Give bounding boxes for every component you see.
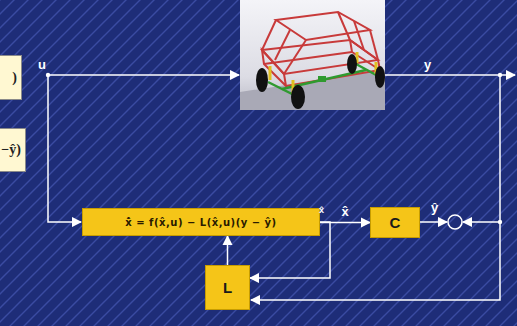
output-equation-box: )	[0, 55, 22, 100]
gain-matrix-box: L	[205, 265, 250, 310]
edge-label: x̂	[341, 205, 348, 218]
block-text: −ŷ)	[1, 142, 21, 158]
block-text: L	[223, 279, 232, 296]
block-text: C	[390, 214, 401, 231]
observer-equation-box: x̂̇ = f(x̂,u) − L(x̂,u)(y − ŷ)	[82, 208, 320, 236]
block-text: x̂̇ = f(x̂,u) − L(x̂,u)(y − ŷ)	[125, 217, 276, 228]
output-equation-box: −ŷ)	[0, 128, 26, 172]
state-estimate-label: x̂	[319, 206, 324, 215]
signal-wires	[48, 75, 515, 300]
summing-junction	[448, 215, 462, 229]
signal-arrow	[227, 236, 229, 265]
estimate-output-label: ŷ	[431, 201, 438, 214]
output-signal-label: y	[424, 58, 431, 71]
output-matrix-box: C	[370, 207, 420, 238]
block-text: )	[12, 70, 17, 86]
vehicle-model	[240, 0, 385, 110]
input-signal-label: u	[38, 58, 46, 71]
